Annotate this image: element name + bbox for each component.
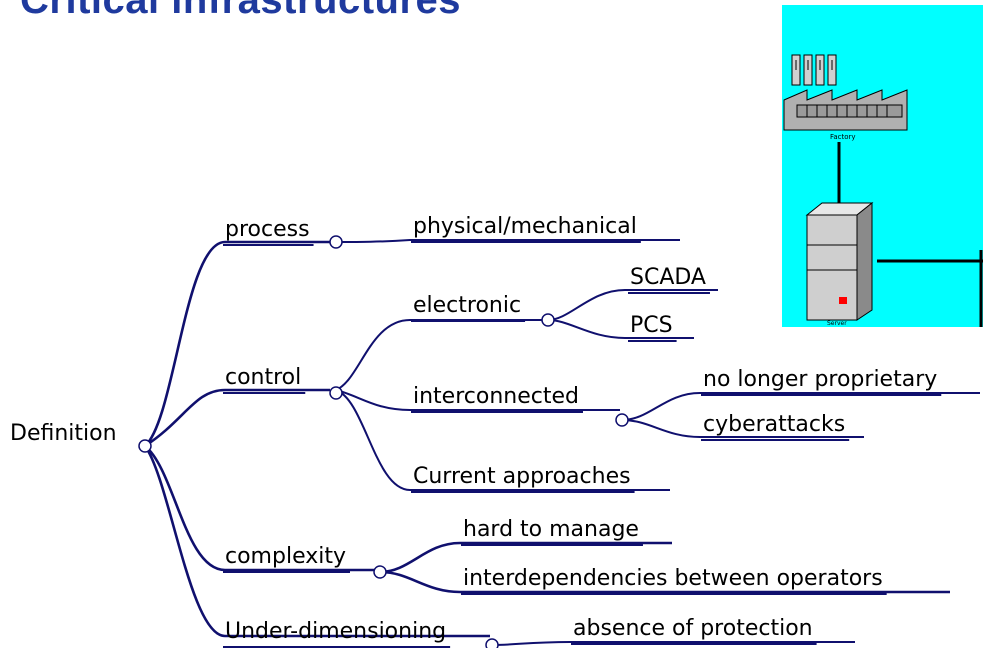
scada-label[interactable]: SCADA — [630, 265, 706, 290]
hard-to-manage-label[interactable]: hard to manage — [463, 517, 639, 542]
under-branch — [491, 641, 855, 646]
control-label[interactable]: control — [225, 365, 301, 390]
control-branch — [335, 289, 980, 491]
no-longer-proprietary-label[interactable]: no longer proprietary — [703, 367, 937, 392]
under-node[interactable] — [485, 638, 499, 648]
under-dimensioning-label[interactable]: Under-dimensioning — [225, 619, 446, 644]
complexity-branch — [379, 541, 950, 594]
factory-label: Factory — [830, 133, 856, 141]
process-label[interactable]: process — [225, 217, 310, 242]
electronic-label[interactable]: electronic — [413, 293, 521, 318]
electronic-node[interactable] — [541, 313, 555, 327]
root-connectors — [143, 240, 490, 638]
complexity-node[interactable] — [373, 565, 387, 579]
server-label: Server — [827, 320, 847, 327]
process-branch — [335, 239, 680, 243]
complexity-label[interactable]: complexity — [225, 544, 346, 569]
current-approaches-label[interactable]: Current approaches — [413, 464, 631, 489]
cyberattacks-label[interactable]: cyberattacks — [703, 412, 845, 437]
infrastructure-illustration: Factory Server — [782, 5, 983, 327]
root-node[interactable] — [138, 439, 152, 453]
interdependencies-label[interactable]: interdependencies between operators — [463, 566, 883, 591]
server-icon — [805, 201, 874, 321]
interconnected-node[interactable] — [615, 413, 629, 427]
interconnected-label[interactable]: interconnected — [413, 384, 579, 409]
absence-of-protection-label[interactable]: absence of protection — [573, 616, 813, 641]
factory-icon — [783, 54, 908, 131]
physical-mechanical-label[interactable]: physical/mechanical — [413, 214, 637, 239]
pcs-label[interactable]: PCS — [630, 313, 673, 338]
slide-title: Critical infrastructures — [20, 0, 462, 22]
process-node[interactable] — [329, 235, 343, 249]
control-node[interactable] — [329, 386, 343, 400]
root-label[interactable]: Definition — [10, 421, 117, 446]
